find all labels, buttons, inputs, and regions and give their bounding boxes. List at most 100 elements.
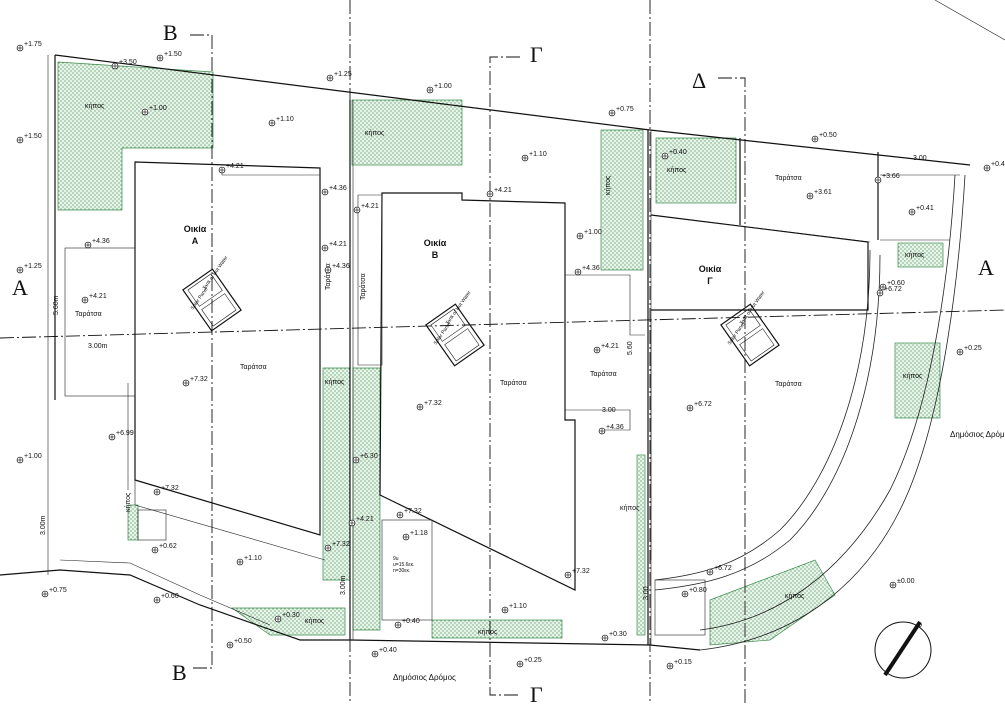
garden-label-2: κήπος [605, 175, 612, 195]
level-marker [268, 119, 276, 127]
garden-c-bottom [709, 559, 836, 646]
level-label: +1.18 [410, 530, 428, 537]
level-label: +1.50 [164, 51, 182, 58]
level-label: +7.32 [161, 485, 179, 492]
level-marker [516, 660, 524, 668]
dim-5-60: 5.60 [627, 341, 634, 355]
level-marker [574, 268, 582, 276]
garden-b-right [600, 129, 644, 271]
garden-c-right1 [897, 242, 944, 268]
level-label: +4.21 [494, 187, 512, 194]
level-marker [326, 74, 334, 82]
house-a-title: Οικία [184, 224, 207, 234]
section-a-right: A [978, 255, 994, 280]
level-marker [706, 568, 714, 576]
level-label: +0.40 [402, 618, 420, 625]
garden-b-left [352, 367, 381, 631]
north-arrow [874, 620, 932, 679]
level-marker [371, 650, 379, 658]
level-label: +4.21 [226, 163, 244, 170]
level-label: +1.00 [149, 105, 167, 112]
north-label: B [916, 621, 925, 629]
dim-3-00m-left: 3.00m [40, 515, 47, 535]
level-marker [889, 581, 897, 589]
garden-c-top [655, 137, 737, 204]
level-marker [874, 176, 882, 184]
level-marker [182, 379, 190, 387]
level-marker [151, 546, 159, 554]
level-marker [486, 190, 494, 198]
level-label: +7.32 [424, 400, 442, 407]
house-c-title: Οικία [699, 264, 722, 274]
level-label: +4.21 [89, 293, 107, 300]
terrace-label-7: Ταράτσα [775, 380, 802, 388]
terrace-label-1: Ταράτσα [240, 363, 267, 371]
level-label: +1.10 [276, 116, 294, 123]
level-label: +3.61 [814, 189, 832, 196]
level-marker [601, 634, 609, 642]
level-label: +0.50 [234, 638, 252, 645]
garden-label-1: κήπος [365, 130, 385, 137]
dim-3-00m-a: 3.00m [88, 343, 108, 350]
level-marker [226, 641, 234, 649]
garden-label-10: κήπος [478, 629, 498, 636]
level-label: +6.99 [116, 430, 134, 437]
dim-3-00m-mid: 3.00m [340, 575, 347, 595]
level-label: +1.10 [529, 151, 547, 158]
garden-label-11: κήπος [785, 593, 805, 600]
garden-b-strip [636, 454, 646, 636]
dim-3-00-b: 3.00 [602, 407, 616, 414]
garden-b-top [351, 99, 463, 166]
level-marker [593, 346, 601, 354]
level-marker [352, 456, 360, 464]
level-label: +0.30 [282, 612, 300, 619]
garden-label-9: κήπος [305, 618, 325, 625]
level-marker [908, 208, 916, 216]
level-marker [324, 266, 332, 274]
level-label: +0.15 [674, 659, 692, 666]
solar-tank-label-1: Tank of Hot Water [445, 290, 473, 326]
level-label: +4.21 [356, 516, 374, 523]
level-marker [348, 519, 356, 527]
level-label: +0.60 [887, 280, 905, 287]
stair-note-3: n=30εκ. [393, 568, 410, 574]
solar-panel-label-1: Solar Panel [433, 322, 453, 347]
section-d-top: Δ [692, 68, 706, 93]
level-marker [16, 266, 24, 274]
level-label: +7.32 [572, 568, 590, 575]
terrace-label-5: Ταράτσα [590, 370, 617, 378]
dim-5-60m: 5.60m [53, 295, 60, 315]
level-label: +1.50 [24, 133, 42, 140]
terrace-label-3: Ταράτσα [359, 273, 367, 300]
level-label: +4.36 [332, 263, 350, 270]
level-marker [501, 606, 509, 614]
level-marker [218, 166, 226, 174]
level-marker [16, 136, 24, 144]
level-marker [681, 590, 689, 598]
level-label: +6.72 [714, 565, 732, 572]
level-label: +6.72 [694, 401, 712, 408]
level-label: +0.75 [49, 587, 67, 594]
house-b-title: Οικία [424, 238, 447, 248]
level-label: +4.36 [606, 424, 624, 431]
level-label: +4.21 [329, 241, 347, 248]
level-label: +1.00 [24, 453, 42, 460]
section-a-left: A [12, 275, 28, 300]
garden-a-bottom [230, 607, 346, 636]
road-label-bottom: Δημόσιος Δρόμος [393, 673, 456, 682]
level-marker [153, 596, 161, 604]
house-a [64, 161, 326, 561]
level-marker [81, 296, 89, 304]
section-b-bottom: B [172, 660, 187, 685]
garden-label-7: κήπος [125, 492, 132, 512]
level-label: +4.21 [601, 343, 619, 350]
level-label: +0.50 [819, 132, 837, 139]
level-marker [111, 62, 119, 70]
level-label: +0.30 [609, 631, 627, 638]
terrace-label-0: Ταράτσα [75, 310, 102, 318]
garden-label-6: κήπος [325, 379, 345, 386]
level-marker [274, 615, 282, 623]
garden-a-top [57, 61, 214, 211]
